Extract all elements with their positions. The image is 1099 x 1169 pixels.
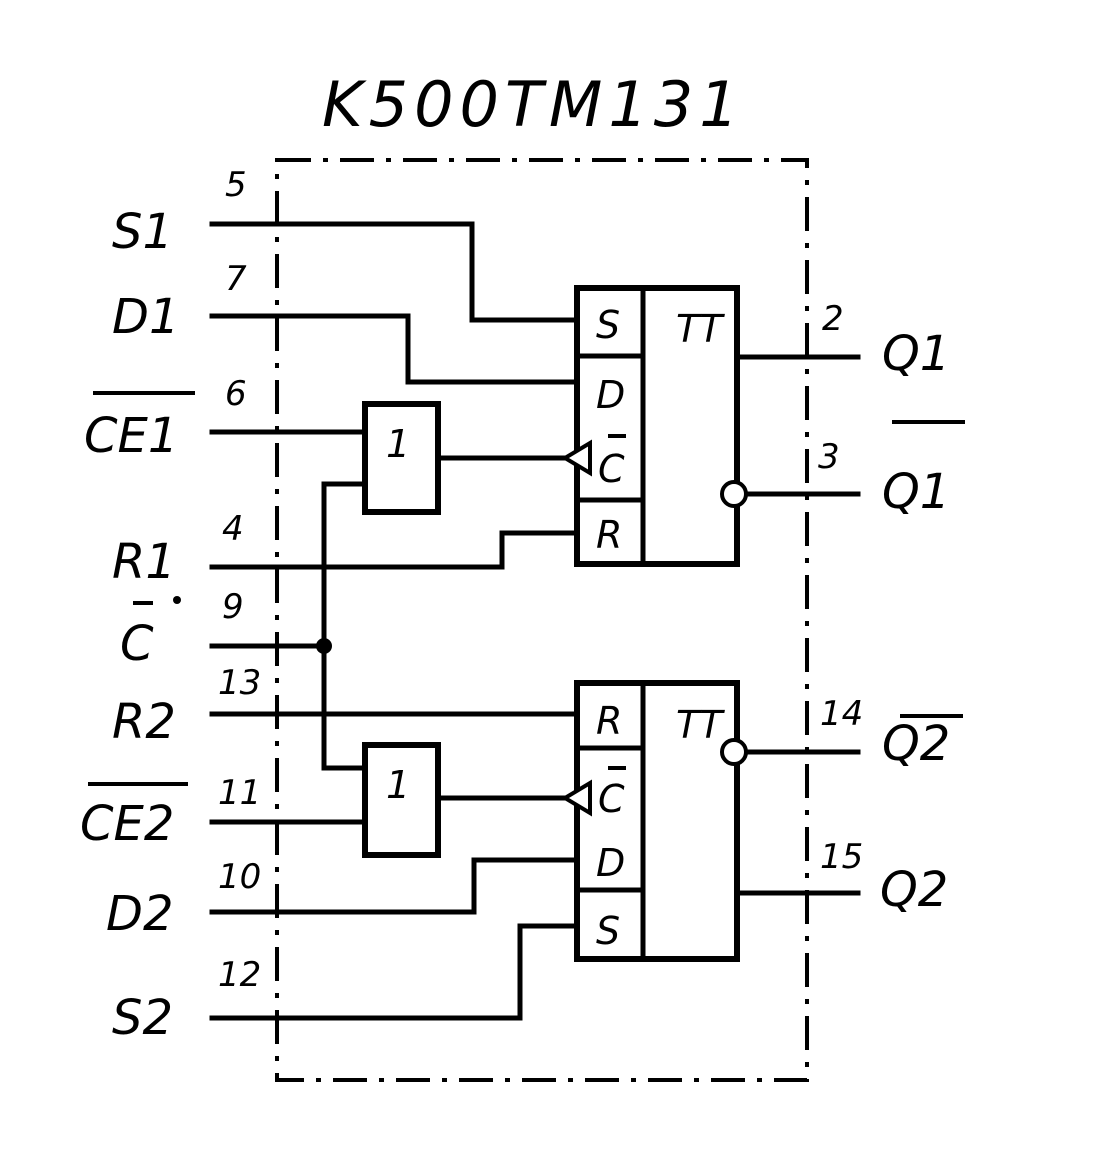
input-pin-number: 7 bbox=[225, 259, 247, 299]
ff2-type-label: TT bbox=[676, 703, 725, 747]
input-pin-number: 4 bbox=[222, 509, 244, 549]
or-gate-1 bbox=[362, 401, 441, 515]
or-gate-2 bbox=[362, 742, 441, 858]
gate-2-label: 1 bbox=[386, 763, 410, 807]
chip-boundary bbox=[275, 158, 809, 1082]
input-signal-label: D1 bbox=[112, 289, 180, 345]
input-pin-number: 6 bbox=[225, 374, 247, 414]
ff2-cell-c: C bbox=[598, 777, 625, 821]
wire-d2 bbox=[209, 857, 580, 915]
chip-title: K500TM131 bbox=[322, 68, 745, 141]
output-pin-number: 3 bbox=[818, 437, 840, 477]
flip-flop-2 bbox=[561, 680, 748, 962]
input-signal-label: CE2 bbox=[80, 796, 174, 852]
ff1-type-label: TT bbox=[676, 307, 725, 351]
ff1-cell-c: C bbox=[598, 447, 625, 491]
wire-s2 bbox=[209, 923, 580, 1021]
c-dot bbox=[173, 596, 181, 604]
wire-s1 bbox=[209, 221, 580, 323]
input-pin-number: 13 bbox=[218, 663, 261, 703]
ff1-cell-s: S bbox=[596, 303, 620, 347]
inversion-bubble-icon bbox=[720, 738, 748, 766]
output-signal-label: Q2 bbox=[880, 862, 948, 918]
wire-r1 bbox=[209, 530, 580, 570]
dynamic-clock-icon bbox=[561, 439, 592, 477]
flip-flop-1 bbox=[561, 285, 748, 567]
output-signal-label: Q1 bbox=[882, 464, 950, 520]
input-signal-label: CE1 bbox=[84, 408, 178, 464]
output-pin-number: 14 bbox=[820, 694, 863, 734]
input-signal-label: R1 bbox=[112, 534, 176, 590]
output-pin-number: 15 bbox=[820, 837, 863, 877]
output-pin-number: 2 bbox=[822, 299, 844, 339]
input-signal-label: S1 bbox=[112, 204, 173, 260]
input-signal-label: R2 bbox=[112, 694, 176, 750]
ff1-cell-d: D bbox=[596, 373, 625, 417]
ff2-cell-s: S bbox=[596, 909, 620, 953]
junction-dot bbox=[316, 638, 332, 654]
input-pin-number: 11 bbox=[218, 773, 261, 813]
inversion-bubble-icon bbox=[720, 480, 748, 508]
input-pin-number: 5 bbox=[225, 165, 247, 205]
output-signal-label: Q1 bbox=[882, 326, 950, 382]
input-signal-label: C bbox=[120, 616, 154, 672]
dynamic-clock-icon bbox=[561, 779, 592, 817]
wire-d1 bbox=[209, 313, 580, 385]
ff2-cell-d: D bbox=[596, 841, 625, 885]
input-pin-number: 9 bbox=[222, 587, 244, 627]
input-pin-number: 10 bbox=[218, 857, 261, 897]
input-pin-number: 12 bbox=[218, 955, 261, 995]
output-signal-label: Q2 bbox=[882, 716, 950, 772]
ff1-cell-r: R bbox=[596, 513, 622, 557]
input-signal-label: S2 bbox=[112, 990, 173, 1046]
input-signal-label: D2 bbox=[106, 886, 174, 942]
ff2-cell-r: R bbox=[596, 699, 622, 743]
gate-1-label: 1 bbox=[386, 422, 410, 466]
